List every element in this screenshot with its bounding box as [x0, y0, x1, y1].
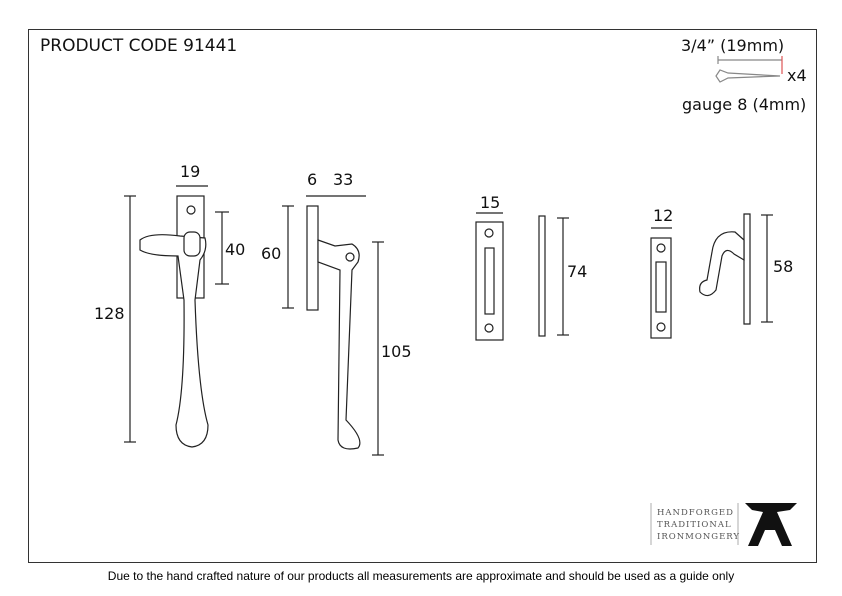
keep-1: [475, 212, 569, 341]
dim-side-handle: 105: [381, 342, 412, 361]
dim-side-plate: 60: [261, 244, 282, 263]
logo-line: HANDFORGED: [657, 508, 734, 518]
dim-keep1-height: 74: [567, 262, 588, 281]
screw-icon: [715, 56, 783, 83]
screw-gauge: gauge 8 (4mm): [682, 95, 807, 114]
screw-length: 3/4” (19mm): [681, 36, 785, 55]
product-code: PRODUCT CODE 91441: [40, 36, 238, 56]
anvil-logo: [650, 503, 797, 546]
dim-side-projection: 33: [333, 170, 354, 189]
dim-keep2-height: 58: [773, 257, 794, 276]
logo-line: TRADITIONAL: [657, 520, 732, 530]
logo-text: HANDFORGED TRADITIONAL IRONMONGERY: [657, 507, 740, 543]
handle-side-view: [282, 195, 384, 456]
handle-front-view: [124, 185, 229, 448]
disclaimer: Due to the hand crafted nature of our pr…: [107, 569, 735, 583]
screw-qty: x4: [787, 66, 807, 85]
dim-keep2-width: 12: [653, 206, 674, 225]
dim-keep1-width: 15: [480, 193, 501, 212]
keep-2: [650, 213, 773, 339]
drawing-frame: [28, 29, 817, 563]
dim-plate-height: 40: [225, 240, 246, 259]
logo-line: IRONMONGERY: [657, 532, 741, 542]
dim-handle-height: 128: [94, 304, 125, 323]
dim-side-thickness: 6: [307, 170, 318, 189]
dim-handle-width: 19: [180, 162, 201, 181]
